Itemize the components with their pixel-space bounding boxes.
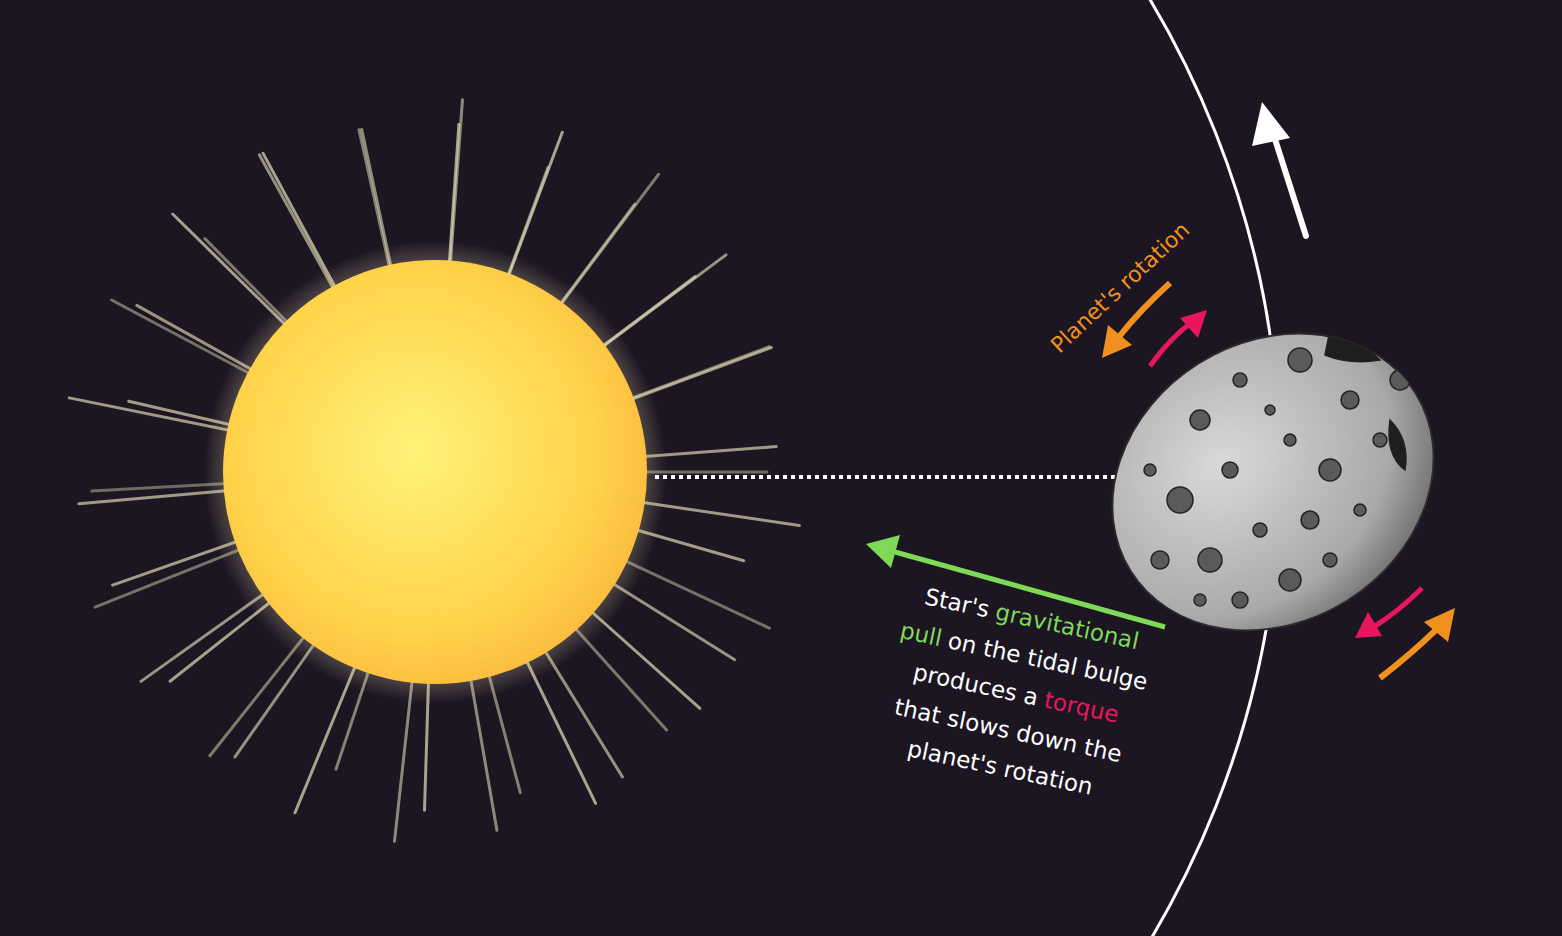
orbit-arrowhead [1252, 102, 1290, 146]
text-segment: Star's [922, 583, 991, 622]
rotation-arrow [1380, 628, 1438, 678]
rotation-arrowhead [1102, 325, 1132, 358]
torque-arrowhead [1180, 310, 1207, 338]
rotation-arrowhead [1424, 608, 1455, 642]
orbit-arrow [1272, 130, 1306, 236]
torque-arrowhead [1355, 612, 1382, 638]
orbit [0, 0, 1280, 936]
star-glow [203, 240, 667, 704]
gravity-arrowhead [866, 535, 900, 568]
text-segment: pull [898, 617, 944, 651]
torque-arrow [1372, 588, 1422, 628]
text-segment: torque [1042, 686, 1121, 727]
planet-craters [1144, 330, 1410, 608]
star [223, 260, 647, 684]
torque-arrow [1150, 322, 1192, 366]
star-planet-line [655, 475, 1128, 479]
star-rays [69, 100, 799, 842]
rotation-label: Planet's rotation [1024, 197, 1217, 379]
